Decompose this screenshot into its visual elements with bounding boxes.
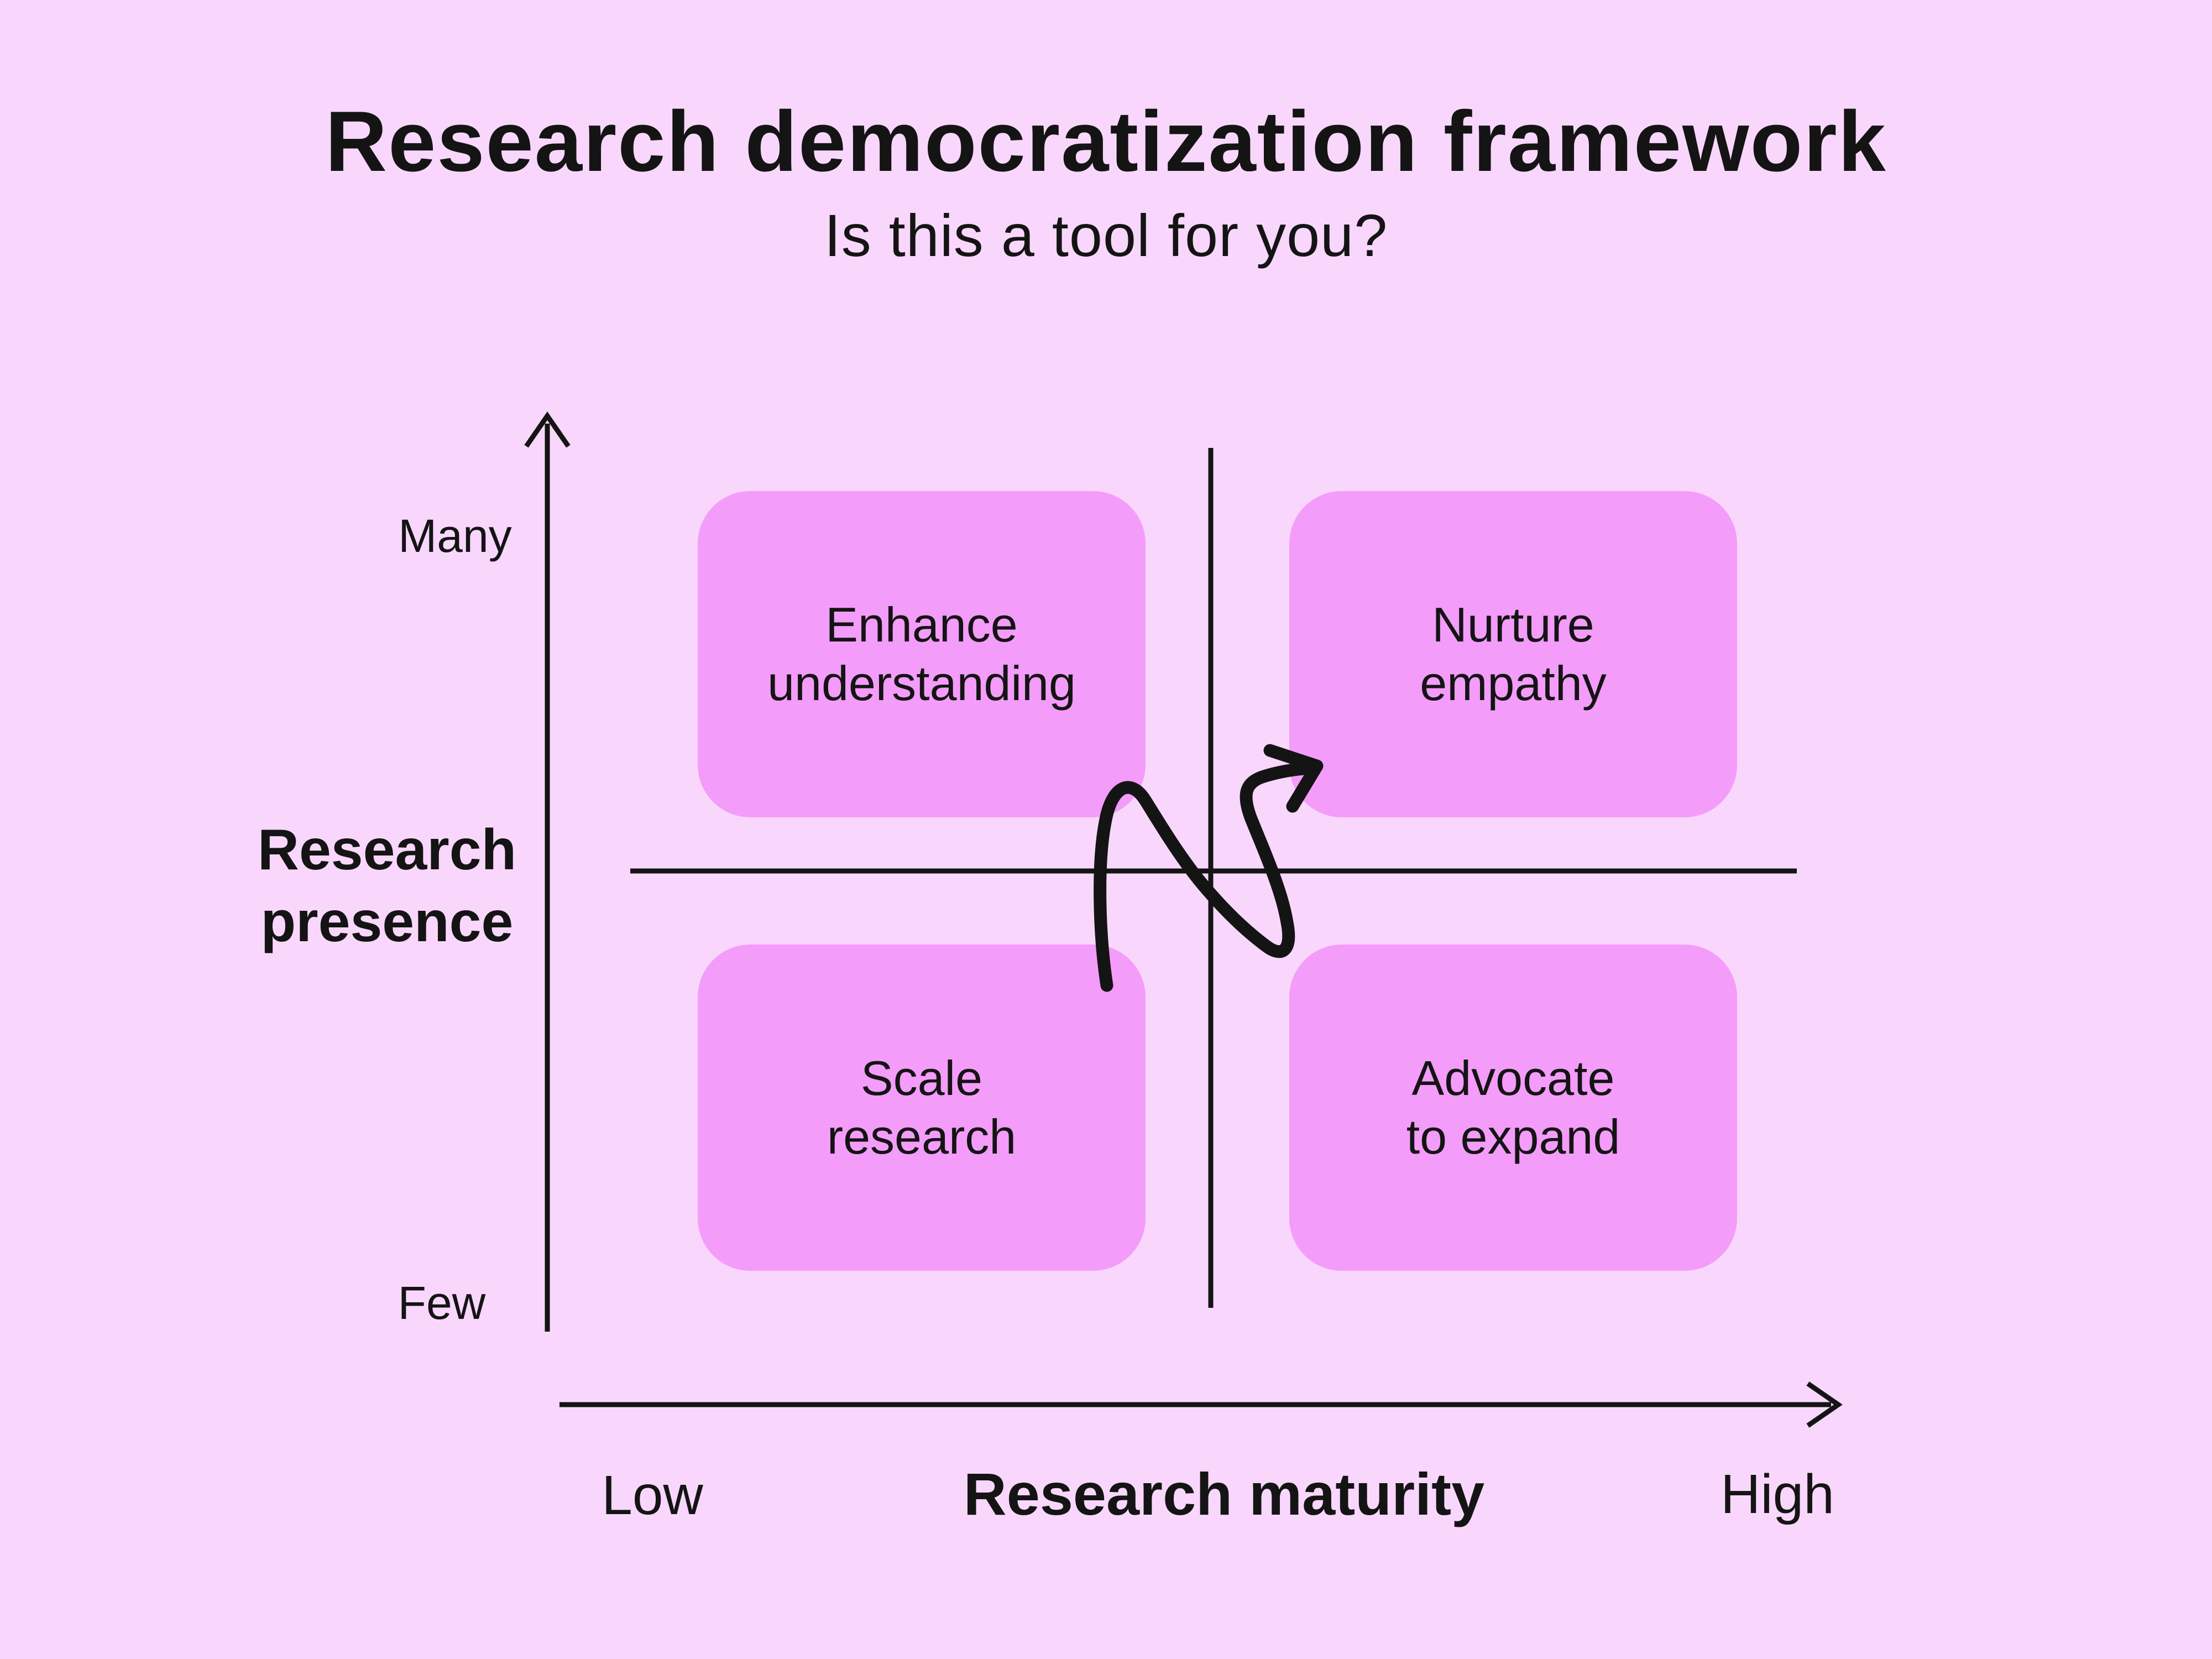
page-subtitle: Is this a tool for you?	[824, 202, 1388, 269]
quadrant-label-line: Enhance	[825, 597, 1018, 653]
quadrant-label-line: understanding	[767, 656, 1076, 711]
quadrant-advocate-to-expand: Advocate to expand	[1289, 945, 1737, 1271]
quadrant-label-line: Scale	[860, 1051, 983, 1106]
y-axis-title-line: presence	[260, 890, 514, 954]
y-axis-max-label: Many	[398, 510, 512, 562]
y-axis-title-line: Research	[257, 818, 517, 882]
quadrant-label-line: research	[827, 1109, 1017, 1164]
x-axis-max-label: High	[1721, 1463, 1834, 1525]
y-axis-arrowhead-icon	[524, 411, 571, 448]
quadrant-label-line: to expand	[1406, 1109, 1620, 1164]
x-axis-min-label: Low	[602, 1464, 703, 1526]
x-axis-arrowhead-icon	[1806, 1381, 1843, 1428]
quadrant-enhance-understanding: Enhance understanding	[698, 491, 1146, 817]
quadrant-nurture-empathy: Nurture empathy	[1289, 491, 1737, 817]
quadrant-label-line: Nurture	[1432, 597, 1594, 653]
quadrant-label-line: Advocate	[1411, 1051, 1615, 1106]
y-axis-min-label: Few	[398, 1277, 486, 1329]
x-axis-title: Research maturity	[963, 1460, 1485, 1527]
quadrant-label-line: empathy	[1420, 656, 1607, 711]
page-title: Research democratization framework	[325, 93, 1887, 189]
quadrant-scale-research: Scale research	[698, 945, 1146, 1271]
y-axis-title: Research presence	[138, 814, 636, 958]
